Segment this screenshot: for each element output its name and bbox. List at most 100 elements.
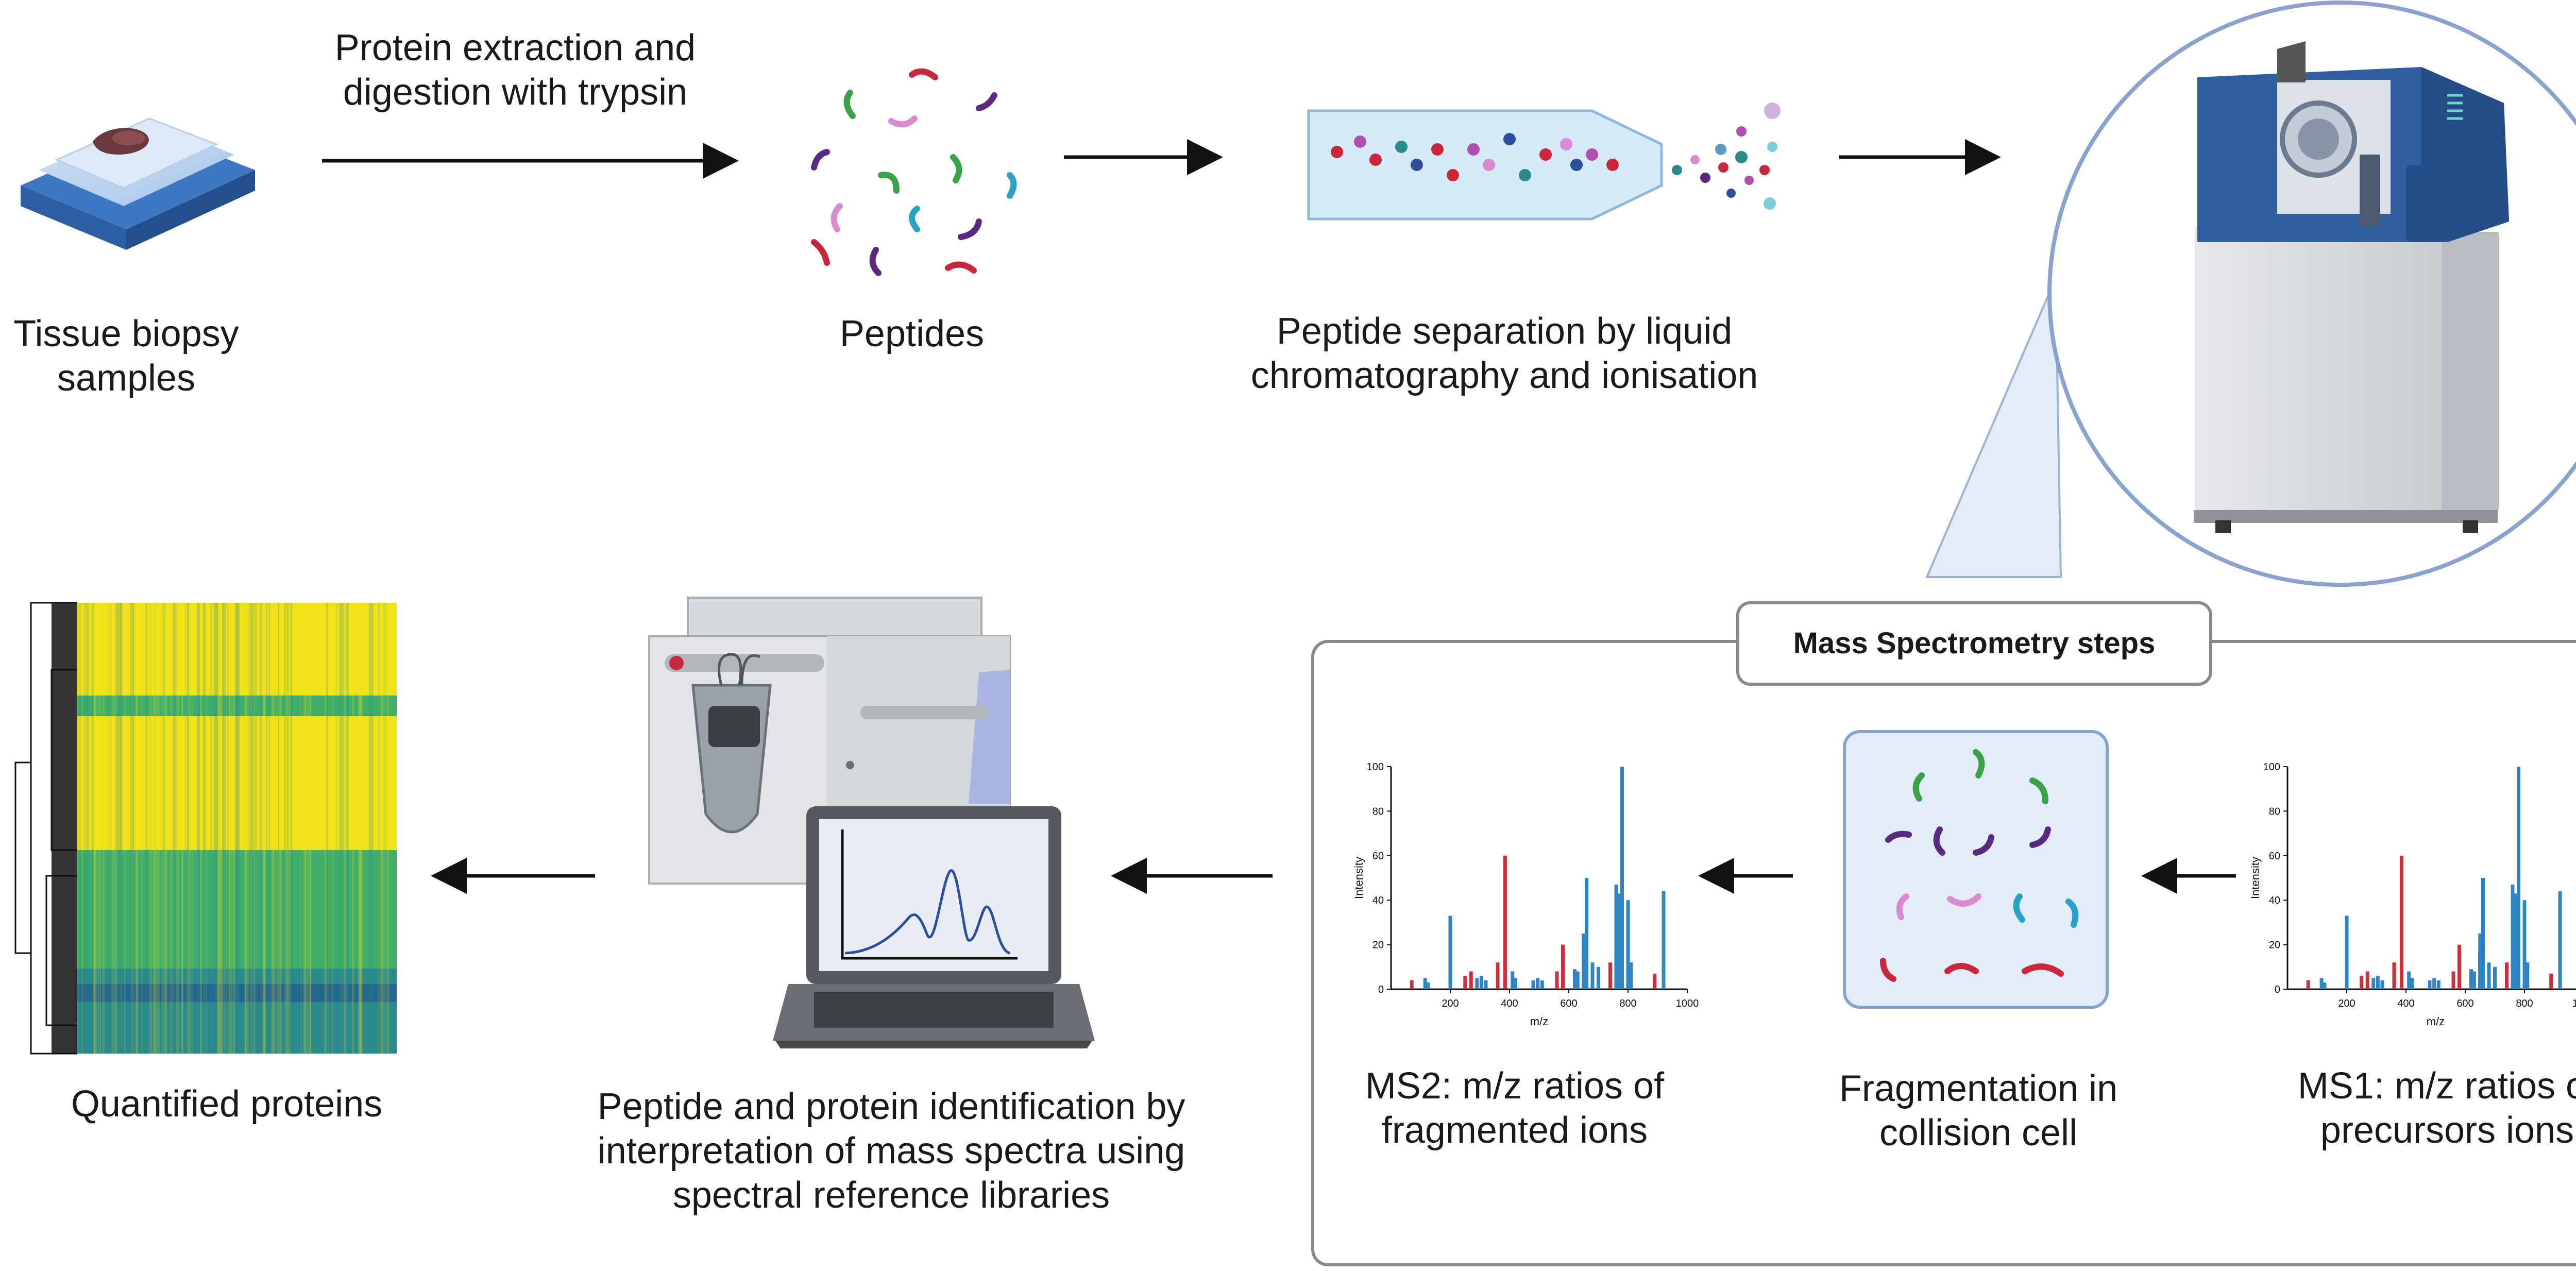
ms2-red-peak <box>1463 976 1467 989</box>
ms1-blue-peak <box>2407 971 2411 989</box>
collision-cell-icon <box>1843 730 2109 1009</box>
ms2-x-tick-label: 1000 <box>1676 998 1699 1009</box>
ms2-ylabel: Intensity <box>1352 857 1365 899</box>
ms2-blue-peak <box>1597 967 1600 989</box>
ms2-blue-peak <box>1511 971 1515 989</box>
ms2-x-tick-label: 400 <box>1501 998 1518 1009</box>
ms1-blue-peak <box>2432 978 2436 989</box>
ms2-y-tick-label: 20 <box>1372 940 1384 951</box>
ms1-blue-peak <box>2517 767 2520 989</box>
ms1-y-tick-label: 80 <box>2269 806 2280 817</box>
ms1-blue-peak <box>2371 978 2376 989</box>
ms1-x-tick-label: 200 <box>2338 998 2355 1009</box>
ms1-blue-peak <box>2558 891 2562 989</box>
ms2-y-tick-label: 0 <box>1378 984 1384 995</box>
ms1-red-peak <box>2306 980 2310 989</box>
ms2-blue-peak <box>1573 969 1577 989</box>
ms2-blue-peak <box>1585 878 1588 989</box>
ms2-blue-peak <box>1590 962 1595 989</box>
ms2-x-tick-label: 200 <box>1442 998 1459 1009</box>
ms1-xlabel: m/z <box>2427 1015 2445 1028</box>
ms-steps-title: Mass Spectrometry steps <box>1793 626 2156 660</box>
ms1-blue-peak <box>2487 962 2491 989</box>
ms1-x-tick-label: 1000 <box>2572 998 2576 1009</box>
ms1-blue-peak <box>2522 900 2527 989</box>
ms2-blue-peak <box>1423 978 1427 989</box>
ms1-blue-peak <box>2511 884 2515 989</box>
ms2-blue-peak <box>1514 978 1517 989</box>
ms2-red-peak <box>1608 962 1612 989</box>
ms1-y-tick-label: 20 <box>2269 940 2280 951</box>
ms1-blue-peak <box>2428 980 2432 989</box>
ms1-red-peak <box>2458 944 2461 989</box>
ms2-red-peak <box>1555 971 1559 989</box>
label-quantified: Quantified proteins <box>71 1083 383 1125</box>
ms1-blue-peak <box>2345 916 2349 989</box>
ms1-x-tick-label: 400 <box>2397 998 2414 1009</box>
ms2-red-peak <box>1503 855 1507 989</box>
ms2-blue-peak <box>1620 767 1624 989</box>
ms1-blue-peak <box>2319 978 2324 989</box>
ms2-x-tick-label: 800 <box>1619 998 1636 1009</box>
ms1-blue-peak <box>2436 980 2441 989</box>
ms1-red-peak <box>2549 973 2553 989</box>
ms2-blue-peak <box>1479 976 1483 989</box>
ms1-blue-peak <box>2380 980 2384 989</box>
ms2-blue-peak <box>1626 900 1630 989</box>
ms1-spectrum-chart: 0 20 40 60 80 100 200 400 600 800 1000 Intensity m/z <box>2249 761 2576 1028</box>
ms1-blue-peak <box>2472 971 2476 989</box>
zoom-wedge <box>1925 278 2062 578</box>
ms2-red-peak <box>1653 973 1657 989</box>
ms1-blue-peak <box>2410 978 2414 989</box>
ms1-y-tick-label: 60 <box>2269 851 2280 862</box>
heatmap-icon <box>14 602 397 1055</box>
ms2-blue-peak <box>1531 980 1535 989</box>
ms2-blue-peak <box>1540 980 1544 989</box>
ms1-y-tick-label: 40 <box>2269 895 2280 906</box>
ms1-blue-peak <box>2376 976 2380 989</box>
ms1-blue-peak <box>2481 878 2485 989</box>
ms-steps-title-box <box>1736 601 2212 686</box>
ms2-x-tick-label: 600 <box>1560 998 1577 1009</box>
flow-arrows <box>322 139 2236 894</box>
ms2-blue-peak <box>1484 980 1488 989</box>
ms2-y-tick-label: 100 <box>1367 761 1384 773</box>
chromatography-column-icon <box>1307 103 1781 221</box>
ms1-red-peak <box>2360 976 2364 989</box>
ms2-blue-peak <box>1426 982 1430 989</box>
ms1-red-peak <box>2399 855 2403 989</box>
ms1-blue-peak <box>2493 967 2497 989</box>
ms1-blue-peak <box>2526 962 2530 989</box>
ms2-blue-peak <box>1575 971 1580 989</box>
mass-spectrometer-icon <box>2047 1 2576 587</box>
ms1-y-tick-label: 100 <box>2263 761 2280 773</box>
ms1-blue-peak <box>2469 969 2473 989</box>
ms1-red-peak <box>2392 962 2396 989</box>
ms2-red-peak <box>1496 962 1500 989</box>
ms1-red-peak <box>2505 962 2509 989</box>
ms2-blue-peak <box>1617 893 1621 989</box>
ms2-xlabel: m/z <box>1530 1015 1548 1028</box>
ms1-x-tick-label: 800 <box>2516 998 2533 1009</box>
ms1-ylabel: Intensity <box>2249 857 2262 899</box>
ms1-x-tick-label: 600 <box>2456 998 2473 1009</box>
ms1-blue-peak <box>2478 934 2482 989</box>
ms1-y-tick-label: 0 <box>2275 984 2280 995</box>
ms1-red-peak <box>2365 971 2369 989</box>
label-peptides: Peptides <box>839 313 985 354</box>
ms2-red-peak <box>1469 971 1473 989</box>
ms2-blue-peak <box>1662 891 1666 989</box>
ms2-blue-peak <box>1536 978 1540 989</box>
ms1-blue-peak <box>2514 893 2518 989</box>
ms2-blue-peak <box>1582 934 1586 989</box>
ms2-y-tick-label: 80 <box>1372 806 1384 817</box>
ms2-y-tick-label: 60 <box>1372 851 1384 862</box>
